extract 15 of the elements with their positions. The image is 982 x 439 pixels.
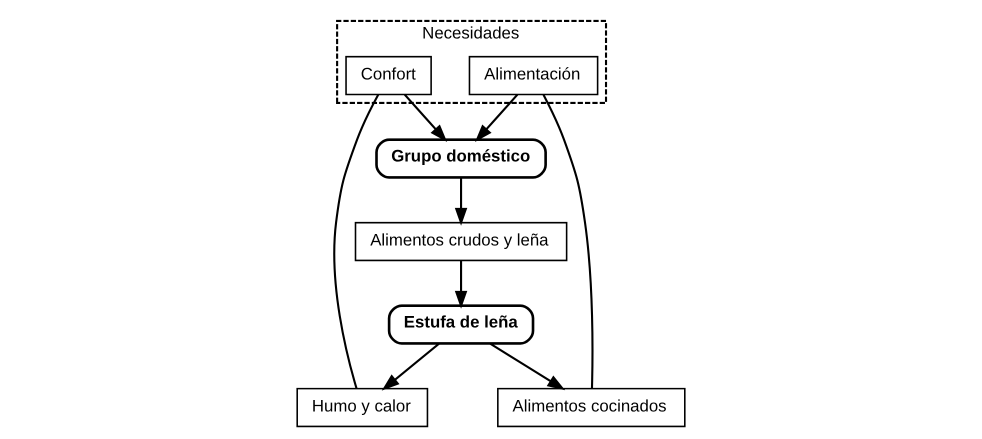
node-box: Estufa de leña	[388, 304, 534, 345]
node-box: Alimentos crudos y leña	[354, 222, 568, 262]
arrow	[454, 260, 468, 309]
arrow	[489, 342, 566, 390]
arrow	[474, 94, 518, 142]
node-box: Confort	[345, 56, 432, 96]
connector	[542, 94, 594, 388]
arrow	[454, 178, 468, 226]
arrow	[382, 342, 440, 391]
arrow	[404, 94, 448, 142]
node-box: Grupo doméstico	[375, 138, 547, 179]
node-box: Alimentación	[468, 56, 598, 96]
node-box: Humo y calor	[296, 388, 428, 428]
node-box: Alimentos cocinados	[497, 388, 686, 428]
connector	[333, 94, 380, 389]
